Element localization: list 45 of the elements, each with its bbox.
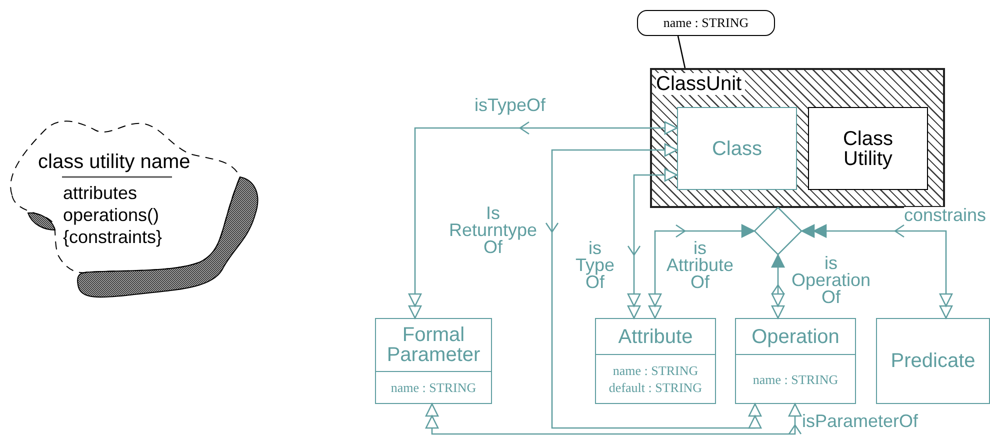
edge-label: is Operation Of: [791, 255, 871, 306]
association-arrow: [801, 224, 953, 319]
class-name: Class: [712, 138, 762, 158]
association-arrow: [408, 121, 678, 319]
association-arrow: [551, 143, 762, 429]
class-box: [735, 318, 856, 404]
hatched-container: [650, 68, 945, 208]
compartment-text: {constraints}: [63, 227, 162, 247]
direction-arrow: [518, 121, 530, 135]
class-name: Operation: [752, 326, 840, 346]
association-arrow: [771, 254, 785, 319]
direction-arrow: [894, 224, 904, 238]
attribute-text: name : STRING: [390, 379, 478, 396]
class-box: [375, 318, 492, 404]
edge-label: constrains: [904, 207, 986, 224]
class-name: Formal Parameter: [386, 325, 482, 365]
class-name: Class Utility: [842, 128, 893, 168]
attribute-text: name : STRING: [612, 362, 700, 379]
class-box: [595, 318, 716, 404]
direction-arrow: [771, 284, 785, 294]
association-arrow: [648, 224, 755, 319]
association-arrow: [627, 168, 678, 319]
edge-label: Is Returntype Of: [448, 205, 538, 256]
class-box: [677, 107, 797, 190]
leader-line: [677, 36, 686, 68]
association-arrow: [425, 403, 802, 435]
direction-arrow: [676, 224, 686, 238]
edge-label: isParameterOf: [802, 413, 918, 430]
class-name: Attribute: [618, 326, 693, 346]
edge-label: is Attribute Of: [666, 240, 734, 291]
direction-arrow: [627, 246, 641, 256]
class-name: class utility name: [38, 152, 190, 172]
class-box: [808, 107, 928, 190]
container-title: ClassUnit: [656, 73, 745, 95]
class-name: Predicate: [890, 351, 976, 371]
class-box: [876, 318, 990, 404]
direction-arrow: [545, 222, 559, 234]
edge-label: isTypeOf: [474, 97, 546, 114]
note-box: name : STRING: [637, 10, 775, 36]
compartment-text: attributes: [63, 183, 138, 203]
compartment-text: operations(): [63, 205, 160, 225]
direction-arrow: [788, 424, 802, 434]
attribute-text: name : STRING: [752, 370, 840, 388]
attribute-text: default : STRING: [608, 379, 704, 396]
edge-label: is Type Of: [576, 240, 614, 291]
